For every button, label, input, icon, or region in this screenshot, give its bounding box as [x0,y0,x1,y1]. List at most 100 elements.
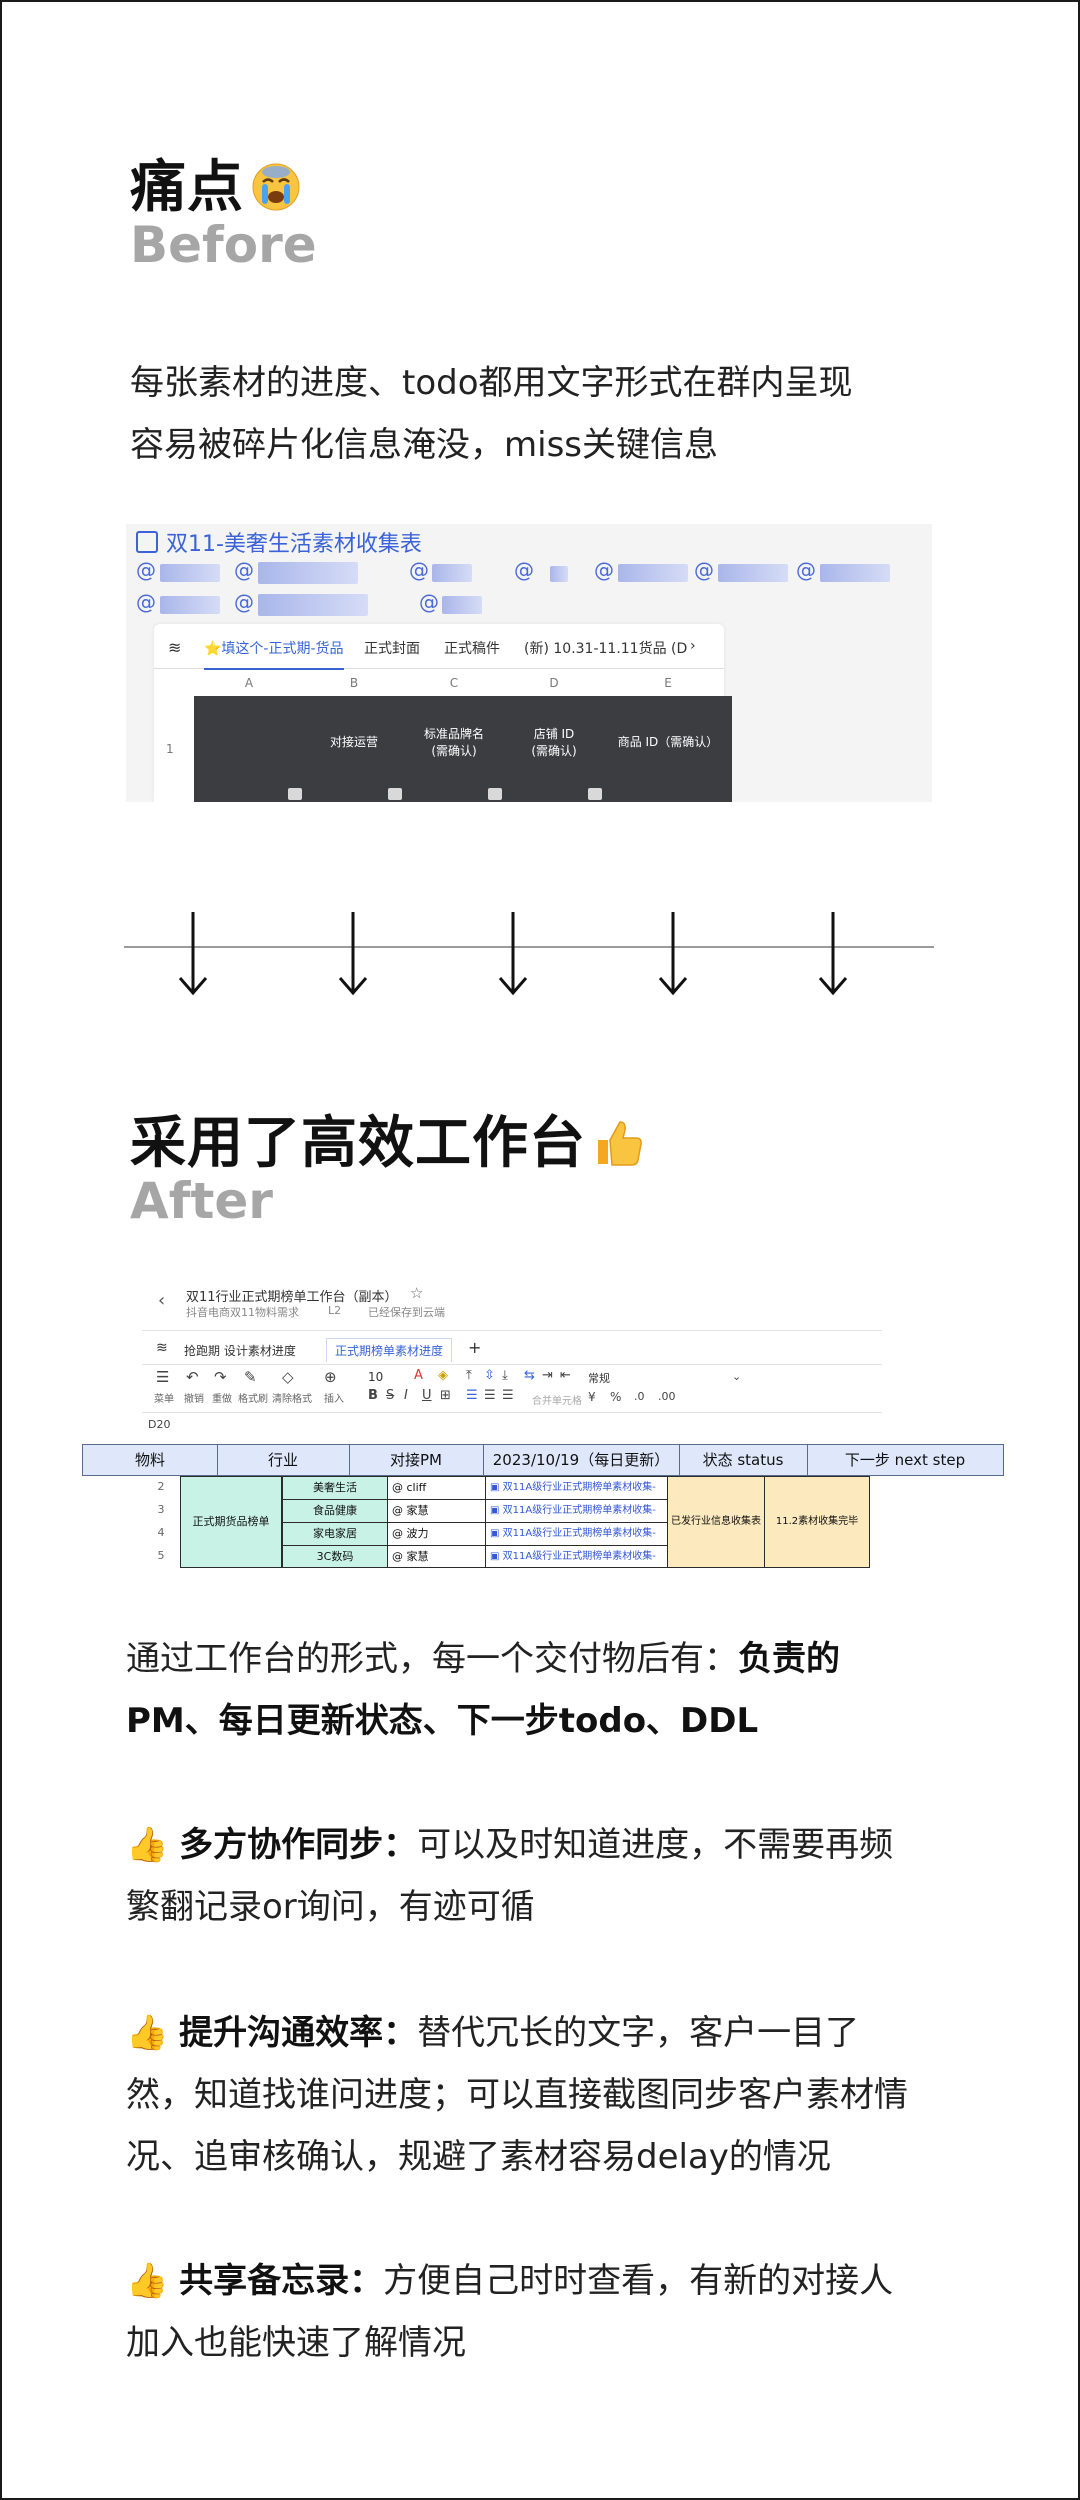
pm-cell[interactable]: @ cliff [387,1476,486,1500]
header-status: 状态 status [679,1445,808,1475]
workbench-title: 双11行业正式期榜单工作台（副本） [186,1290,398,1305]
tab-sheet-3[interactable]: 正式稿件 [444,641,500,657]
fill-color-icon[interactable]: ◈ [438,1368,448,1383]
industry-cell[interactable]: 食品健康 [282,1499,388,1523]
doc-link-cell[interactable]: ▣ 双11A级行业正式期榜单素材收集- [485,1499,668,1523]
tab-sheet-2[interactable]: 正式封面 [364,641,420,657]
doc-link-text[interactable]: 双11A级行业正式期榜单素材收集- [502,1482,656,1493]
underline-icon[interactable]: U [422,1388,432,1403]
increase-decimal-icon[interactable]: .00 [658,1390,676,1403]
filter-icon[interactable] [388,788,402,800]
header-daily-update: 2023/10/19（每日更新） [483,1445,680,1475]
point-1-text-1: 可以及时知道进度，不需要再频 [417,1825,894,1865]
point-3-title: 共享备忘录： [179,2261,384,2301]
clip-icon[interactable]: ⇤ [560,1368,571,1383]
clear-format-icon[interactable]: ◇ [282,1368,294,1386]
next-step-cell[interactable]: 11.2素材收集完毕 [764,1476,870,1568]
filter-icon[interactable] [588,788,602,800]
merge-cells-label: 合并单元格 [532,1396,582,1407]
filter-icon[interactable] [488,788,502,800]
currency-icon[interactable]: ¥ [588,1390,596,1404]
doc-link-text[interactable]: 双11A级行业正式期榜单素材收集- [502,1505,656,1516]
align-right-icon[interactable]: ☰ [502,1388,514,1403]
crying-face-icon [252,163,300,211]
mention-at: @ [409,558,429,582]
wrap-icon[interactable]: ⇆ [524,1368,535,1383]
header-cell-product-id: 商品 ID（需确认） [617,735,719,749]
point-2-line-3: 况、追审核确认，规避了素材容易delay的情况 [126,2137,831,2177]
intro-line-2: PM、每日更新状态、下一步todo、DDL [126,1690,758,1752]
pm-cell[interactable]: @ 家慧 [387,1499,486,1523]
insert-icon[interactable]: ⊕ [324,1368,337,1386]
blurred-name [432,564,472,582]
doc-link-cell[interactable]: ▣ 双11A级行业正式期榜单素材收集- [485,1522,668,1546]
number-format-select[interactable]: 常规 [588,1372,610,1385]
align-top-icon[interactable]: ⤒ [466,1368,472,1383]
undo-icon[interactable]: ↶ [186,1368,199,1386]
mention-row-1: @ @ @ @ @ @ @ [134,558,924,588]
redo-icon[interactable]: ↷ [214,1368,227,1386]
align-middle-icon[interactable]: ⇳ [484,1368,495,1383]
down-arrow-icon [818,912,848,996]
industry-cell[interactable]: 家电家居 [282,1522,388,1546]
star-icon[interactable]: ☆ [410,1284,424,1302]
align-bottom-icon[interactable]: ⤓ [502,1368,508,1383]
mention-at: @ [594,558,614,582]
doc-link-text[interactable]: 双11A级行业正式期榜单素材收集- [502,1551,656,1562]
decrease-decimal-icon[interactable]: .0 [634,1390,645,1403]
tab-sheet-4[interactable]: (新) 10.31-11.11货品 (D [524,641,688,657]
industry-cell[interactable]: 3C数码 [282,1545,388,1568]
cell-reference[interactable]: D20 [148,1418,171,1431]
point-1-line-1: 👍 多方协作同步：可以及时知道进度，不需要再频 [126,1814,986,1876]
point-3-text-1: 方便自己时时查看，有新的对接人 [383,2261,894,2301]
doc-link-cell[interactable]: ▣ 双11A级行业正式期榜单素材收集- [485,1545,668,1568]
chevron-down-icon[interactable]: ⌄ [732,1370,742,1383]
mention-at: @ [234,558,254,582]
thumbs-up-icon: 👍 [126,2261,169,2301]
blurred-name [258,562,358,584]
percent-icon[interactable]: % [610,1390,622,1404]
industry-cell[interactable]: 美奢生活 [282,1476,388,1500]
overflow-icon[interactable]: ⇥ [542,1368,553,1383]
doc-link-text[interactable]: 双11A级行业正式期榜单素材收集- [502,1528,656,1539]
blurred-name [550,566,568,582]
divider [142,1412,882,1413]
pm-cell[interactable]: @ 波力 [387,1522,486,1546]
down-arrow-icon [338,912,368,996]
filter-icon[interactable] [288,788,302,800]
tab-formal[interactable]: 正式期榜单素材进度 [326,1338,453,1362]
strikethrough-icon[interactable]: S [386,1388,395,1403]
border-icon[interactable]: ⊞ [440,1388,451,1403]
col-header-a: A [244,676,254,690]
menu-label: 菜单 [154,1394,174,1405]
menu-icon[interactable]: ☰ [156,1368,170,1386]
layers-icon[interactable]: ≋ [156,1340,168,1356]
status-cell[interactable]: 已发行业信息收集表 [667,1476,765,1568]
divider [142,1330,882,1331]
row-number: 2 [157,1480,165,1493]
add-sheet-icon[interactable]: + [468,1338,482,1357]
tab-preheat[interactable]: 抢跑期 设计素材进度 [184,1344,296,1358]
format-painter-icon[interactable]: ✎ [244,1368,257,1386]
pm-cell[interactable]: @ 家慧 [387,1545,486,1568]
back-icon[interactable]: ‹ [158,1290,166,1311]
doc-link-cell[interactable]: ▣ 双11A级行业正式期榜单素材收集- [485,1476,668,1500]
align-left-icon[interactable]: ☰ [466,1388,478,1403]
section1-line-1: 每张素材的进度、todo都用文字形式在群内呈现 [130,363,853,403]
mention-at: @ [514,558,534,582]
intro-bold-1: 负责的 [738,1639,840,1679]
font-color-icon[interactable]: A [414,1368,423,1383]
mention-at: @ [796,558,816,582]
breadcrumb[interactable]: 抖音电商双11物料需求 [186,1306,299,1319]
mention-at: @ [419,590,439,614]
italic-icon[interactable]: I [404,1388,408,1403]
col-header-c: C [449,676,459,690]
layers-icon[interactable]: ≋ [168,638,182,657]
bold-icon[interactable]: B [368,1388,378,1403]
tab-more-icon[interactable]: › [690,638,696,654]
font-size-select[interactable]: 10 [368,1370,384,1384]
tab-sheet-1[interactable]: ⭐填这个-正式期-货品 [204,638,344,670]
align-center-icon[interactable]: ☰ [484,1388,496,1403]
material-cell[interactable]: 正式期货品榜单 [180,1476,282,1568]
divider-line [124,946,934,948]
